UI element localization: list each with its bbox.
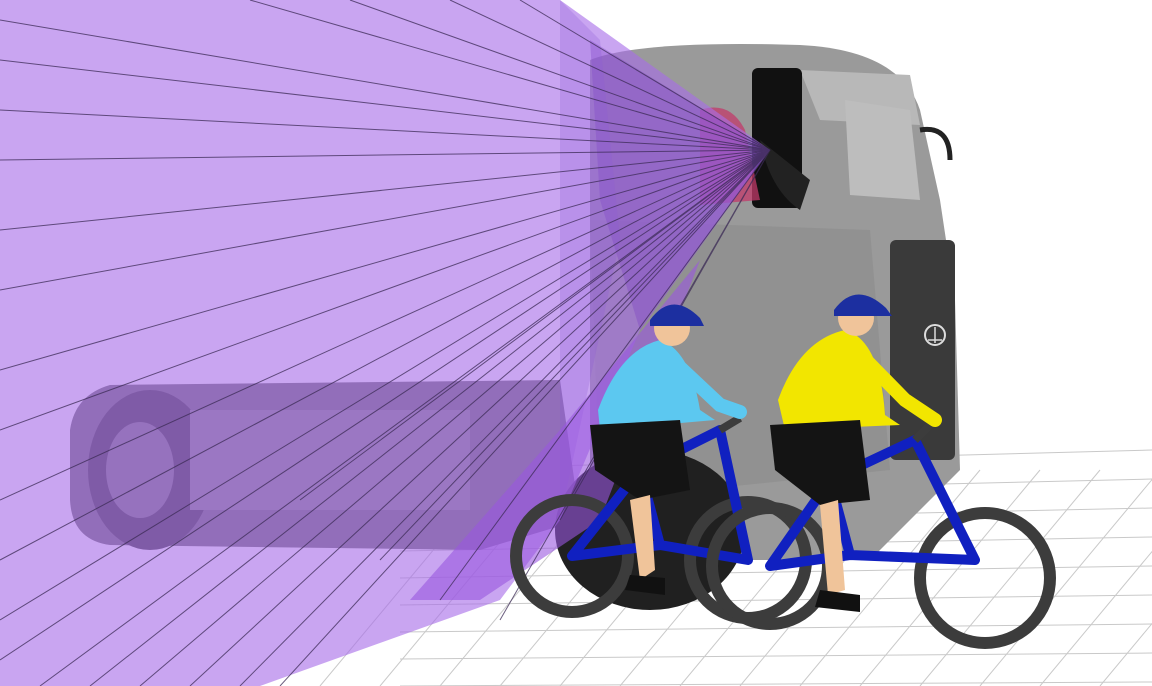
grid-line [400,653,1152,659]
side-mirror-icon [752,68,810,210]
grid-line [400,682,1152,686]
